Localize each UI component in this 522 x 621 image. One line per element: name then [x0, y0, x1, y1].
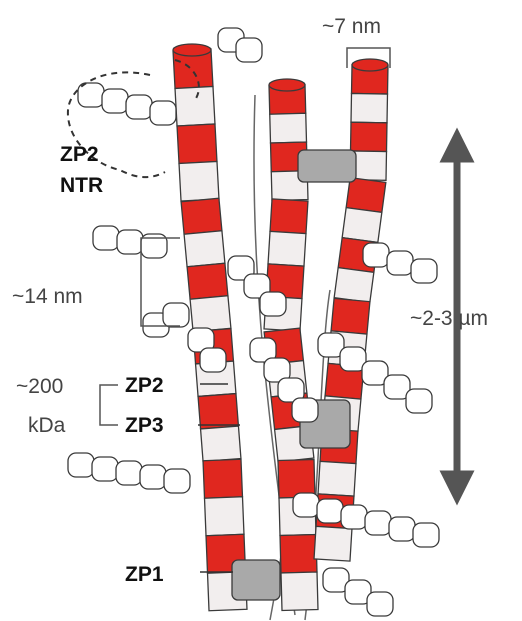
ntr-cylinder — [164, 469, 190, 493]
mass-bracket — [100, 385, 118, 425]
zp2-band — [331, 298, 370, 334]
filament-end-cap — [173, 44, 211, 56]
ntr-cylinder — [117, 230, 143, 254]
zp2-ntr-label-line1: ZP2 — [60, 143, 99, 166]
ntr-cylinder — [365, 511, 391, 535]
zp2-band — [198, 394, 238, 429]
ntr-cylinder — [102, 89, 128, 113]
zp2-band — [270, 199, 308, 234]
period-14nm-label: ~14 nm — [12, 285, 83, 308]
zp3-band — [281, 572, 318, 610]
ntr-chain — [93, 226, 167, 258]
zp3-band — [205, 497, 244, 536]
ntr-cylinder — [116, 461, 142, 485]
zp2-band — [278, 460, 315, 498]
zp1-crosslink — [232, 560, 280, 600]
ntr-cylinder — [140, 465, 166, 489]
ntr-cylinder — [93, 226, 119, 250]
zp3-band — [351, 93, 387, 122]
mass-label-line2: kDa — [28, 414, 66, 437]
zp3-band — [270, 113, 307, 143]
ntr-cylinder — [413, 523, 439, 547]
zp2-ntr-label-line2: NTR — [60, 174, 103, 197]
zp2-band — [177, 124, 217, 164]
ntr-cylinder — [317, 499, 343, 523]
zp1-label: ZP1 — [125, 563, 164, 586]
ntr-cylinder — [126, 95, 152, 119]
zp3-band — [318, 461, 356, 496]
zp3-band — [342, 208, 382, 243]
zp3-band — [179, 161, 219, 201]
filament-left — [173, 44, 247, 611]
ntr-cylinder — [150, 101, 176, 125]
ntr-cylinder — [68, 453, 94, 477]
ntr-cylinder — [387, 251, 413, 275]
ntr-chain — [68, 453, 190, 493]
width-7nm-label: ~7 nm — [322, 15, 381, 38]
zp2-band — [203, 459, 242, 498]
ntr-chain — [363, 243, 437, 283]
zp3-band — [175, 86, 215, 126]
zp3-band — [184, 231, 225, 267]
zp3-label: ZP3 — [125, 414, 164, 437]
zp2-band — [346, 178, 386, 213]
ntr-cylinder — [411, 259, 437, 283]
zp2-band — [351, 122, 387, 151]
ntr-cylinder — [293, 493, 319, 517]
ntr-chain — [218, 28, 262, 62]
zp3-band — [201, 426, 241, 461]
zp2-band — [181, 198, 222, 234]
ntr-cylinder — [363, 243, 389, 267]
ntr-cylinder — [292, 398, 318, 422]
zp3-band — [190, 296, 231, 332]
zp3-band — [314, 526, 352, 561]
zp3-band — [268, 231, 306, 266]
ntr-cylinder — [163, 303, 189, 327]
ntr-cylinder — [260, 292, 286, 316]
ntr-chain — [78, 83, 176, 125]
zp2-label: ZP2 — [125, 374, 164, 397]
ntr-cylinder — [406, 389, 432, 413]
ntr-chain — [143, 303, 189, 337]
ntr-cylinder — [200, 348, 226, 372]
ntr-cylinder — [341, 505, 367, 529]
ntr-cylinder — [92, 457, 118, 481]
zp2-band — [280, 535, 317, 573]
filament-end-cap — [269, 79, 305, 91]
ntr-cylinder — [236, 38, 262, 62]
ntr-cylinder — [389, 517, 415, 541]
filament-end-cap — [352, 59, 388, 71]
length-label: ~2-3 µm — [410, 307, 488, 330]
ntr-chain — [323, 568, 393, 616]
zp1-crosslink — [298, 150, 356, 182]
zp2-band — [187, 263, 228, 299]
zp3-band — [334, 268, 374, 303]
filament-right — [314, 59, 388, 561]
ntr-cylinder — [367, 592, 393, 616]
mass-label-line1: ~200 — [16, 375, 63, 398]
